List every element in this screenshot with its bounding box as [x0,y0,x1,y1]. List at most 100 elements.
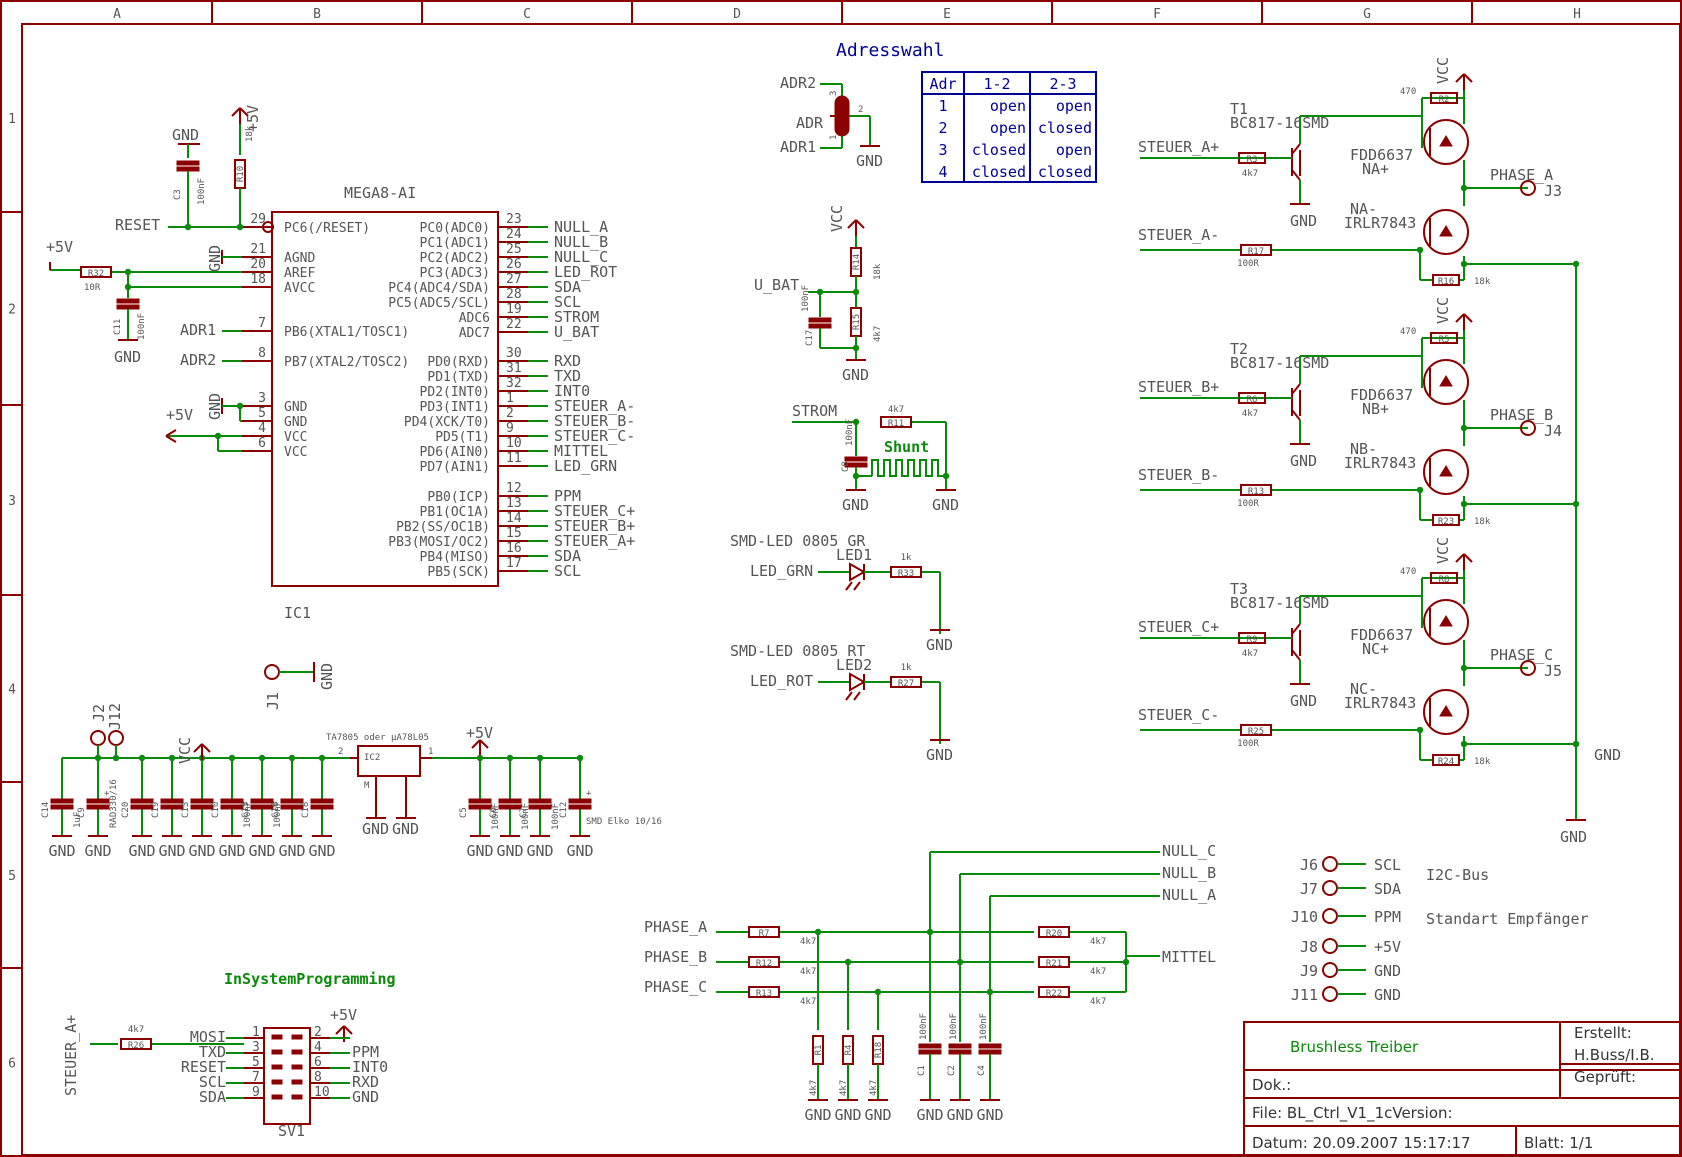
cap-ref: C20 [121,802,131,818]
gnd-label: GND [916,1106,943,1124]
ic1-pin-number: 32 [506,376,522,391]
titleblock-datum: Datum: 20.09.2007 15:17:17 [1252,1134,1471,1152]
isp-pin-mark [291,1064,303,1070]
mosfet-low [1423,209,1469,255]
cap-ref: C10 [211,802,221,818]
resistor-ref: R20 [1046,929,1062,939]
resistor-ref: R8 [1439,575,1450,585]
junction-dot [1572,740,1580,748]
resistor-ref: R24 [1438,757,1454,767]
cap-ref: C4 [977,1065,987,1076]
resistor [1430,572,1458,584]
connector-ref: J1 [264,692,282,710]
gnd-label: GND [1290,692,1317,710]
ic2-m: M [364,781,370,791]
pin-number: 3 [829,91,839,96]
resistor-ref: R13 [756,989,772,999]
transistor-symbol [1291,623,1301,635]
transistor-symbol [1291,169,1301,181]
cap-plate [86,804,110,810]
net-label: PHASE_C [644,978,707,996]
cap-plate [280,798,304,804]
resistor [1240,244,1272,256]
supply-arrow [1463,313,1473,323]
shunt-trace [871,459,946,477]
resistor-ref: R17 [1248,247,1264,257]
connector-ref: J5 [1544,662,1562,680]
resistor-value: 4k7 [800,967,816,977]
isp-header-body [263,1027,311,1125]
supply-arrow [201,743,211,753]
ic1-pin-number: 13 [506,496,522,511]
junction-dot [926,928,934,936]
ic1-pin-name: PD0(RXD) [427,355,490,370]
connector-ref: J10 [1291,908,1318,926]
net-label: SDA [199,1088,226,1106]
resistor-value: 4k7 [1090,937,1106,947]
cap-ref: C6 [489,807,499,818]
net-label: STEUER_A- [554,397,635,415]
connector-ref: J2 [90,704,108,722]
ic1-pin-number: 26 [506,257,522,272]
cap-ref: C12 [559,802,569,818]
connector-ref: J9 [1300,962,1318,980]
ic1-pin-name: GND [284,400,308,415]
cap-plate [844,456,868,462]
connector-ref: J12 [106,703,124,730]
cap-ref: C11 [113,319,123,335]
gnd-label: GND [496,842,523,860]
phase-label: PHASE_A [1490,166,1553,184]
cap-plate [116,304,140,310]
ic1-pin-number: 6 [258,436,266,451]
resistor-value: 4k7 [1242,169,1258,179]
cap-ref: C13 [181,802,191,818]
led-rays [853,581,861,591]
cap-value: 100nF [979,1013,989,1040]
address-table-header: 2-3 [1049,75,1076,93]
cap-ref: C3 [173,189,183,200]
mosfet-ref: NC+ [1362,640,1389,658]
junction-dot [986,988,994,996]
titleblock-frame [1243,1021,1681,1156]
resistor [80,266,112,278]
frame-col-label: H [1573,7,1581,22]
mosfet-ref: NA+ [1362,160,1389,178]
resistor-value: 4k7 [1242,649,1258,659]
resistor-ref: R25 [1248,727,1264,737]
net-label: NULL_A [1162,886,1216,904]
mosfet-part: IRLR7843 [1344,214,1416,232]
pad [1520,660,1536,676]
gnd-label: GND [188,842,215,860]
cap-plate [498,804,522,810]
ic1-pin-number: 14 [506,511,522,526]
net-label: MOSI [190,1028,226,1046]
isp-ref: SV1 [278,1122,305,1140]
ic1-pin-name: PC5(ADC5/SCL) [388,296,490,311]
ic1-pin-name: ADC7 [459,326,490,341]
net-label: LED_GRN [750,562,813,580]
resistor-ref: R13 [1248,487,1264,497]
gnd-label: GND [1290,212,1317,230]
net-label: STEUER_C+ [554,502,635,520]
ic2-ref: IC2 [364,753,380,763]
pin-number: 1 [829,135,839,140]
ic1-pin-name: PD2(INT0) [420,385,490,400]
gnd-label: GND [218,842,245,860]
resistor [880,416,912,428]
cap-plate [918,1043,942,1049]
supply-label: +5V [466,724,493,742]
resistor-ref: R6 [1247,395,1258,405]
isp-pin-mark [291,1049,303,1055]
supply-label: +5V [166,406,193,424]
address-table-cell: closed [1038,119,1092,137]
cap-ref: C2 [947,1065,957,1076]
resistor [120,1038,152,1050]
address-table-header: 1-2 [983,75,1010,93]
connector-ref: J7 [1300,880,1318,898]
resistor [890,676,922,688]
net-label: STEUER_C- [554,427,635,445]
cap-value: 100nF [801,285,811,312]
led-title: SMD-LED 0805 RT [730,642,865,660]
cap-plate [978,1049,1002,1055]
cap-value: 1uF [73,812,83,828]
